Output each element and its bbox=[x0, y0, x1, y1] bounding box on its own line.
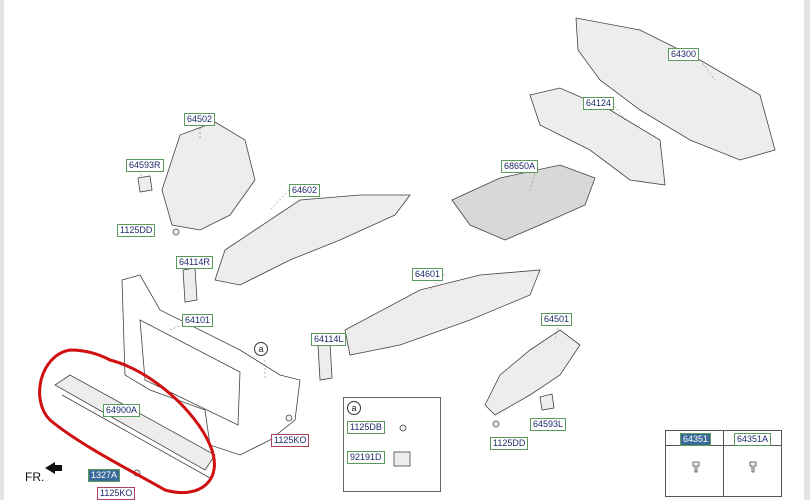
part-label[interactable]: 64900A bbox=[103, 404, 141, 417]
side-member-right-part bbox=[214, 194, 411, 286]
front-end-module-part bbox=[121, 274, 301, 456]
right-scrollbar[interactable] bbox=[804, 0, 810, 500]
part-label[interactable]: 64593R bbox=[126, 159, 164, 172]
part-label[interactable]: 68650A bbox=[501, 160, 539, 173]
cowl-part bbox=[529, 87, 666, 186]
legend-marker: a bbox=[347, 401, 361, 415]
part-label[interactable]: 64101 bbox=[182, 314, 214, 327]
apron-right-part bbox=[161, 121, 256, 231]
bracket-part bbox=[539, 393, 555, 411]
clip-table bbox=[665, 430, 782, 497]
bracket-part bbox=[182, 267, 198, 303]
table-header[interactable]: 64351A bbox=[734, 433, 772, 446]
table-header[interactable]: 64351 bbox=[680, 433, 712, 446]
bumper-beam-part bbox=[54, 374, 216, 471]
part-label[interactable]: 64300 bbox=[668, 48, 700, 61]
part-label[interactable]: 1327A bbox=[88, 469, 121, 482]
part-label[interactable]: 64601 bbox=[412, 268, 444, 281]
left-border bbox=[0, 0, 4, 500]
part-label[interactable]: 64114R bbox=[176, 256, 213, 269]
legend-part-label[interactable]: 92191D bbox=[347, 451, 385, 464]
legend-part-label[interactable]: 1125DB bbox=[347, 421, 385, 434]
front-direction-label: FR. bbox=[25, 470, 45, 484]
part-label[interactable]: 1125KO bbox=[271, 434, 310, 447]
part-label[interactable]: 1125KO bbox=[97, 487, 136, 500]
part-label[interactable]: 1125DD bbox=[117, 224, 156, 237]
apron-left-part bbox=[484, 329, 581, 416]
heat-protector-part bbox=[451, 164, 596, 241]
callout-a: a bbox=[254, 342, 268, 356]
part-label[interactable]: 1125DD bbox=[490, 437, 529, 450]
bracket-part bbox=[317, 341, 333, 381]
side-member-left-part bbox=[344, 269, 541, 356]
part-label[interactable]: 64593L bbox=[530, 418, 567, 431]
part-label[interactable]: 64124 bbox=[583, 97, 615, 110]
part-label[interactable]: 64501 bbox=[541, 313, 573, 326]
part-label[interactable]: 64602 bbox=[289, 184, 321, 197]
bracket-part bbox=[137, 175, 153, 193]
fastener-legend bbox=[343, 397, 441, 492]
front-arrow-icon bbox=[45, 462, 62, 474]
highlight-circle bbox=[38, 348, 216, 495]
part-label[interactable]: 64114L bbox=[311, 333, 347, 346]
part-label[interactable]: 64502 bbox=[184, 113, 216, 126]
